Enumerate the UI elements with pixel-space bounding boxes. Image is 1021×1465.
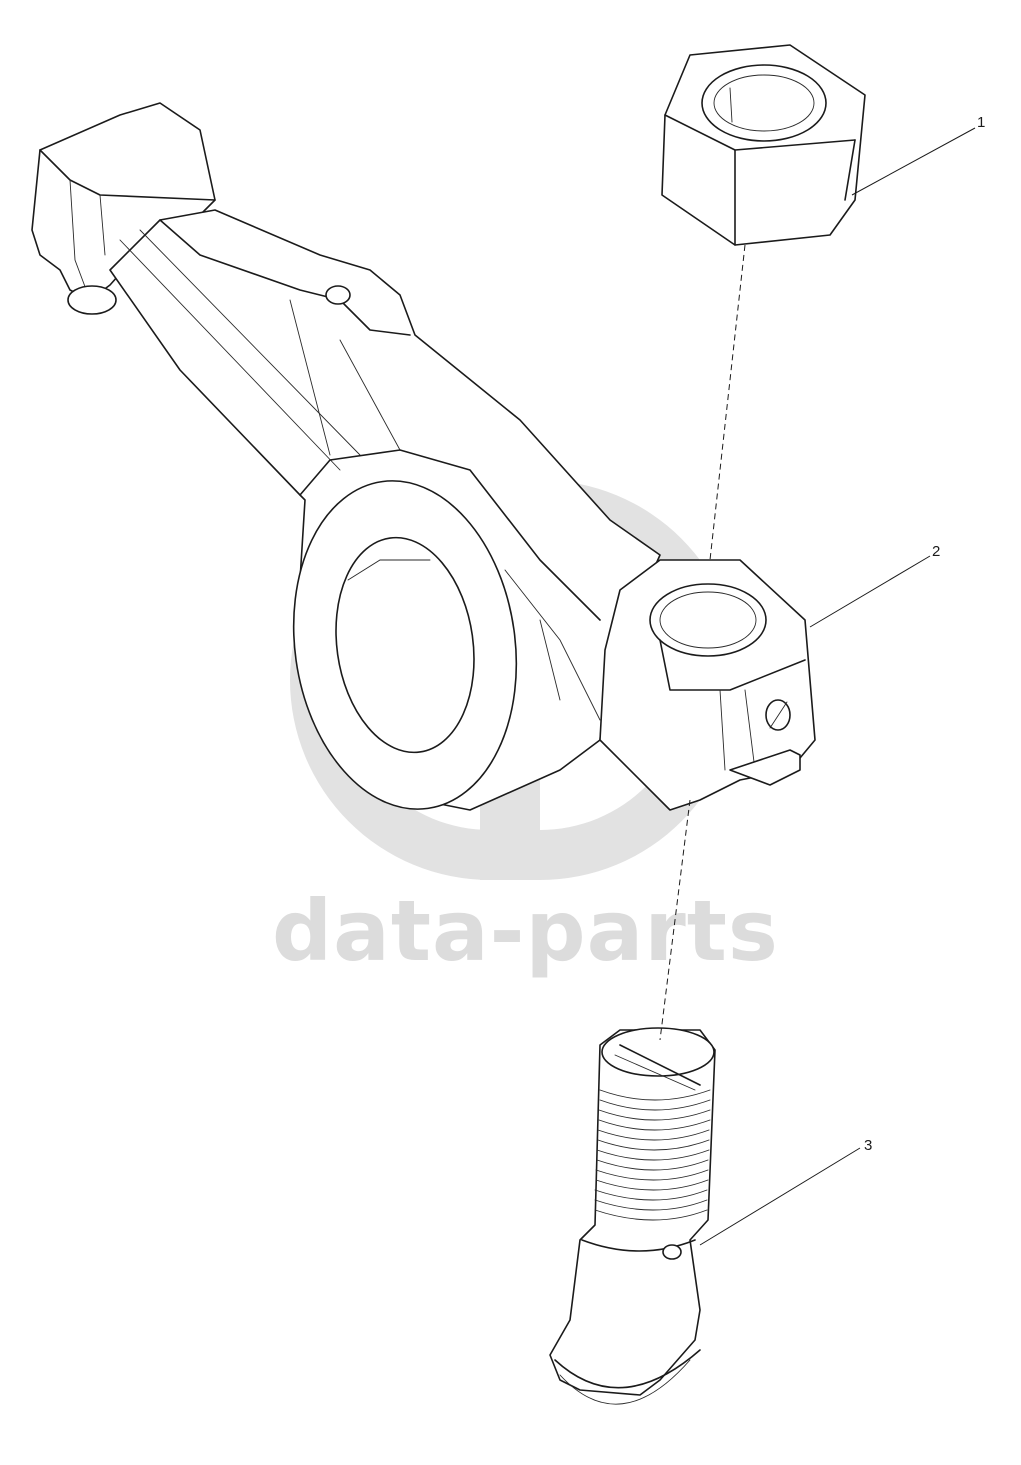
callout-3: 3 — [699, 1137, 872, 1246]
callout-number-2: 2 — [932, 543, 940, 560]
callout-number-1: 1 — [977, 114, 985, 131]
callout-1: 1 — [851, 114, 985, 196]
callout-number-3: 3 — [864, 1137, 872, 1154]
adjusting-screw — [549, 1027, 716, 1405]
watermark-text: data-parts — [272, 882, 779, 980]
hex-nut — [661, 44, 866, 246]
assembly-axis-line — [659, 244, 746, 1041]
callout-2: 2 — [809, 543, 940, 628]
rocker-arm — [31, 102, 816, 811]
screw-thread-lines — [594, 1089, 711, 1221]
